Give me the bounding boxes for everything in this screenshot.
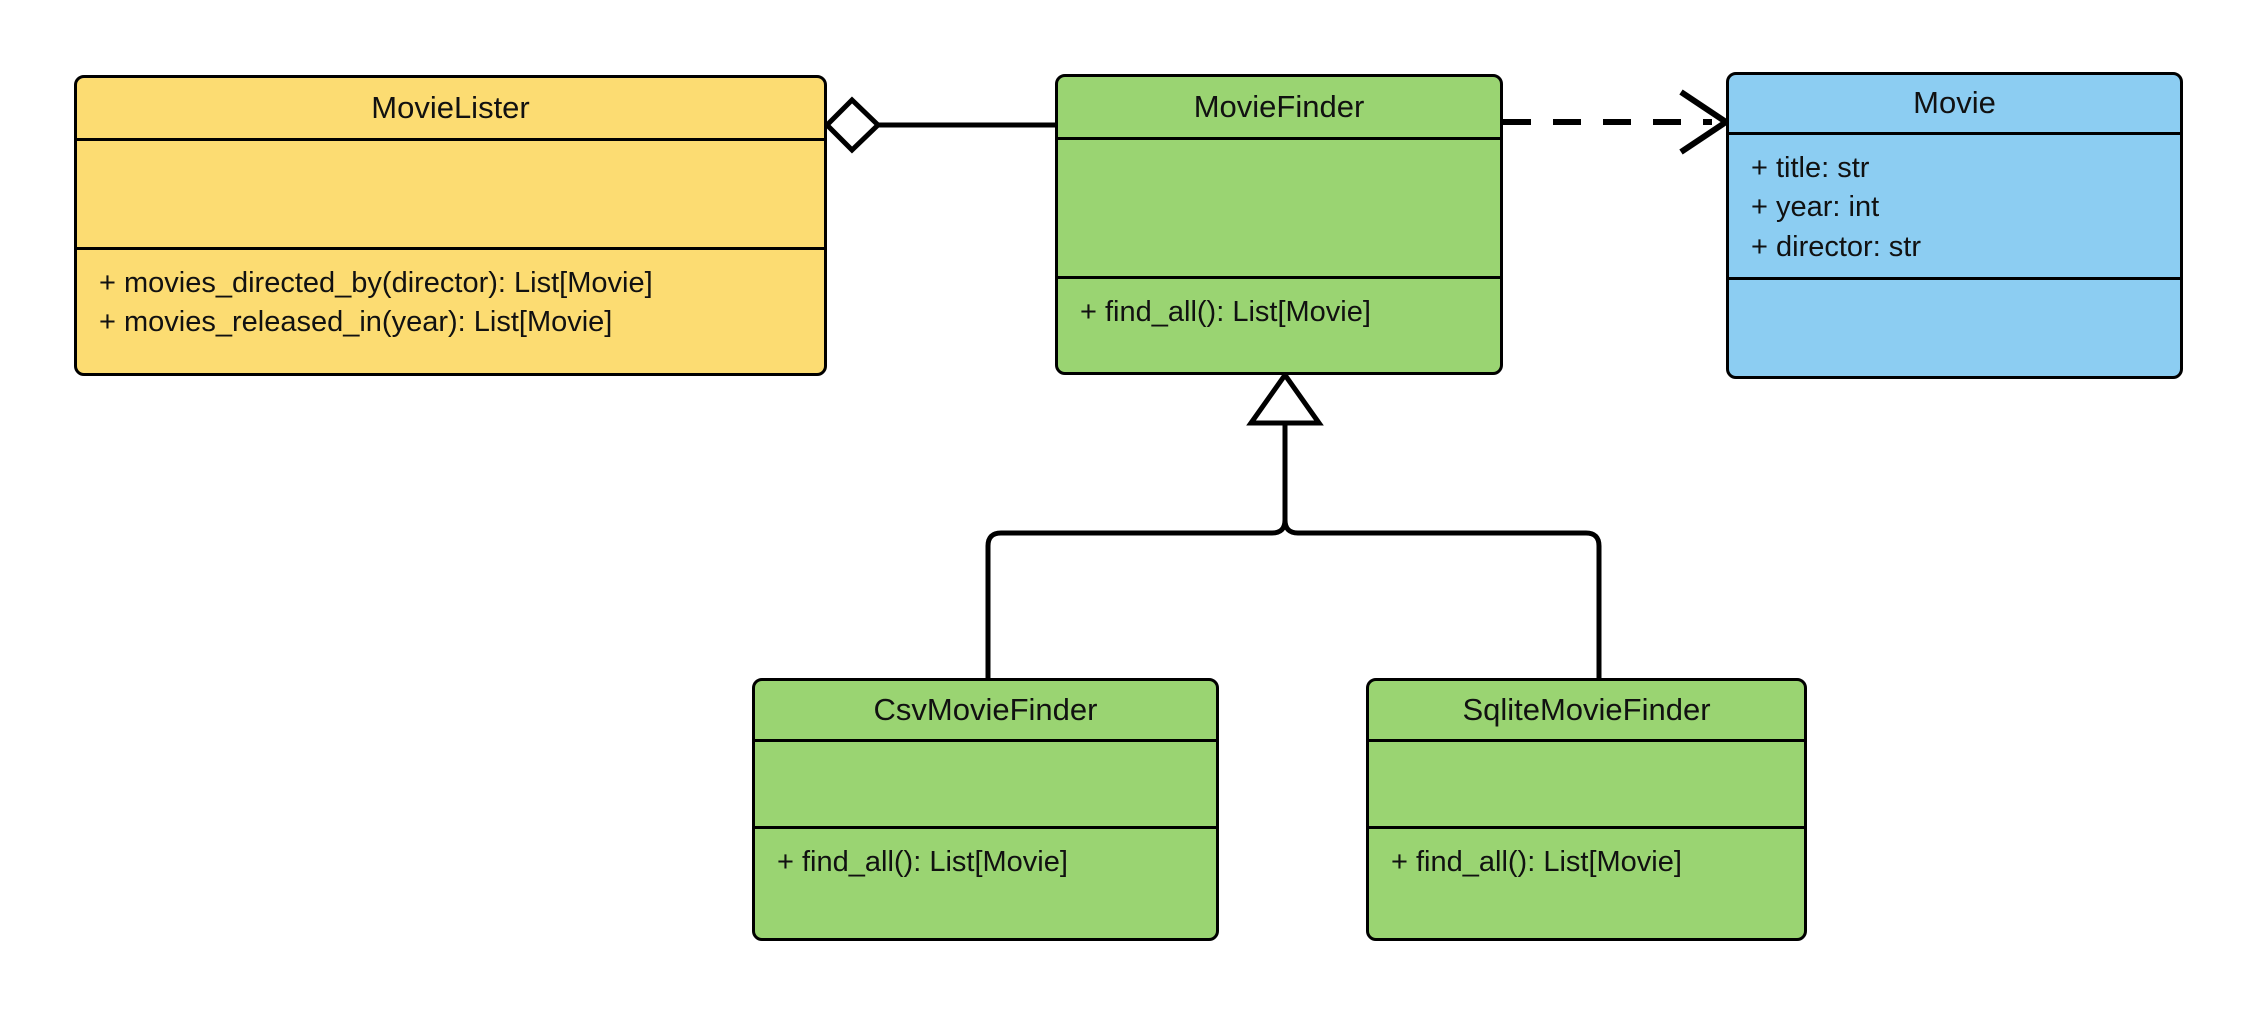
operation-item: + find_all(): List[Movie] — [1391, 846, 1682, 878]
class-name-movie: Movie — [1913, 85, 1996, 121]
edge-generalization-tree[interactable] — [985, 370, 1602, 678]
attribute-item: + director: str — [1751, 230, 1922, 263]
operations-compartment-csvmoviefinder: + find_all(): List[Movie] — [755, 829, 1216, 892]
operations-compartment-movie — [1729, 280, 2180, 364]
compartment-divider — [1058, 276, 1500, 279]
class-name-sqlitemoviefinder: SqliteMovieFinder — [1462, 691, 1711, 727]
operations-compartment-moviefinder: + find_all(): List[Movie] — [1058, 279, 1500, 342]
operations-compartment-sqlitemoviefinder: + find_all(): List[Movie] — [1369, 829, 1804, 892]
operation-item: + movies_directed_by(director): List[Mov… — [99, 267, 653, 299]
uml-class-moviefinder[interactable]: MovieFinder + find_all(): List[Movie] — [1055, 74, 1503, 375]
compartment-divider — [77, 138, 824, 141]
attributes-compartment-movie: + title: str + year: int + director: str — [1729, 135, 2180, 277]
open-arrow-marker — [1679, 89, 1732, 155]
compartment-divider — [755, 739, 1216, 742]
hollow-diamond-marker — [823, 96, 882, 154]
compartment-divider — [1058, 137, 1500, 140]
operation-item: + movies_released_in(year): List[Movie] — [99, 306, 613, 339]
attributes-compartment-moviefinder — [1058, 140, 1500, 276]
generalization-branch-csv — [985, 421, 1288, 678]
edge-aggregation-movielister-moviefinder[interactable] — [823, 96, 1055, 154]
operation-item: + find_all(): List[Movie] — [777, 846, 1068, 878]
uml-class-movielister[interactable]: MovieLister + movies_directed_by(directo… — [74, 75, 827, 376]
attributes-compartment-movielister — [77, 141, 824, 247]
uml-class-csvmoviefinder[interactable]: CsvMovieFinder + find_all(): List[Movie] — [752, 678, 1219, 941]
attributes-compartment-csvmoviefinder — [755, 742, 1216, 826]
edge-dependency-moviefinder-movie[interactable] — [1503, 89, 1732, 155]
operations-compartment-movielister: + movies_directed_by(director): List[Mov… — [77, 250, 824, 353]
attributes-compartment-sqlitemoviefinder — [1369, 742, 1804, 826]
attribute-item: + year: int — [1751, 191, 1880, 224]
compartment-divider — [1729, 132, 2180, 135]
operation-item: + find_all(): List[Movie] — [1080, 296, 1371, 328]
class-name-moviefinder: MovieFinder — [1193, 88, 1365, 124]
compartment-divider — [1369, 826, 1804, 829]
class-name-movielister: MovieLister — [371, 89, 530, 125]
uml-class-sqlitemoviefinder[interactable]: SqliteMovieFinder + find_all(): List[Mov… — [1366, 678, 1807, 941]
generalization-branch-sqlite — [1282, 421, 1602, 678]
compartment-divider — [1729, 277, 2180, 281]
uml-class-movie[interactable]: Movie + title: str + year: int + directo… — [1726, 72, 2183, 379]
attribute-item: + title: str — [1751, 152, 1870, 184]
compartment-divider — [1369, 739, 1804, 742]
class-name-csvmoviefinder: CsvMovieFinder — [873, 691, 1098, 727]
compartment-divider — [755, 826, 1216, 829]
compartment-divider — [77, 247, 824, 250]
hollow-triangle-marker — [1246, 370, 1324, 426]
